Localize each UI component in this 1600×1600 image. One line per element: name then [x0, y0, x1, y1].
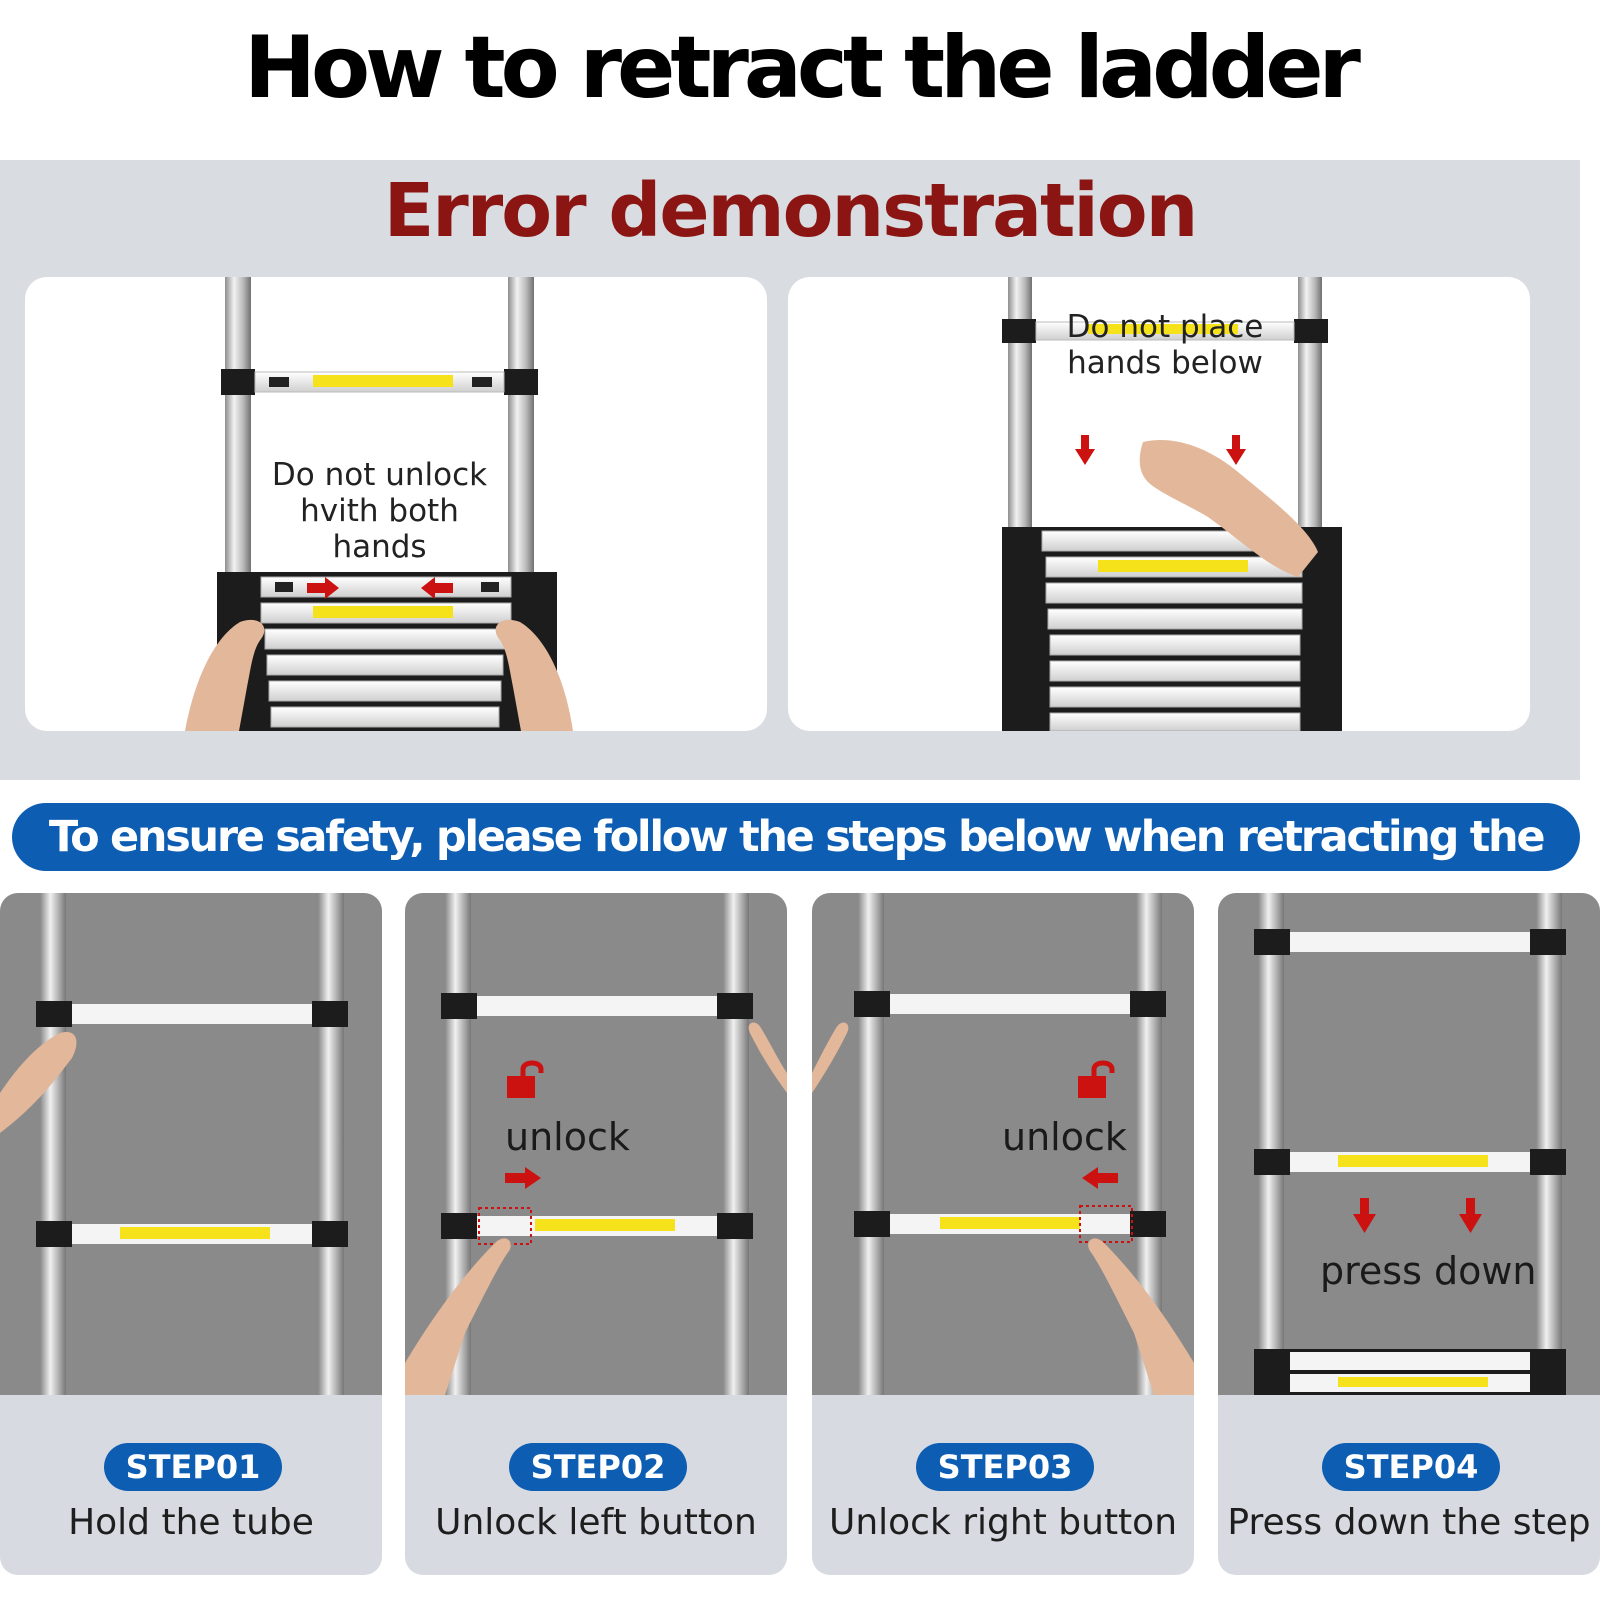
collapsed-rungs — [1002, 527, 1342, 731]
error-caption-line2: hands below — [1067, 345, 1263, 381]
warning-label — [1088, 324, 1238, 334]
step-caption: Unlock left button — [435, 1502, 757, 1543]
hand-image — [405, 1238, 511, 1395]
step-card-1: STEP01 Hold the tube — [0, 893, 382, 1575]
ladder-illustration — [1254, 893, 1566, 1395]
unlock-padlock-icon — [1078, 1060, 1115, 1098]
ladder-illustration — [185, 277, 573, 731]
warning-label — [313, 375, 453, 387]
ladder-illustration — [1002, 277, 1342, 731]
step-badge: STEP02 — [509, 1443, 687, 1491]
arrow-left-icon — [421, 577, 453, 599]
step-caption: Press down the step — [1227, 1502, 1591, 1543]
safety-banner: To ensure safety, please follow the step… — [12, 803, 1580, 930]
error-panel-hands-below: Do not place hands below — [788, 277, 1530, 731]
step-photo-label: unlock — [505, 1115, 630, 1159]
step-badge: STEP04 — [1322, 1443, 1500, 1491]
arrow-right-icon — [505, 1167, 541, 1189]
ladder-illustration — [405, 893, 787, 1395]
step-badge: STEP01 — [104, 1443, 282, 1491]
ladder-illustration — [812, 893, 1194, 1395]
step-photo — [0, 893, 382, 1395]
arrow-left-icon — [1082, 1167, 1118, 1189]
page-title: How to retract the ladder — [244, 18, 1361, 118]
unlock-padlock-icon — [507, 1060, 544, 1098]
step-card-4: press down STEP04 Press down the step — [1218, 893, 1600, 1575]
hand-image — [1139, 440, 1318, 577]
ladder-illustration — [0, 893, 348, 1395]
arrow-right-icon — [307, 577, 339, 599]
error-caption-line1: Do not place — [1066, 309, 1264, 345]
arrow-down-icon — [1226, 435, 1246, 465]
error-panel-unlock-both-hands: Do not unlock hvith both hands — [25, 277, 767, 731]
step-photo-label: press down — [1320, 1249, 1537, 1293]
hand-image — [1088, 1238, 1194, 1395]
step-photo — [405, 893, 787, 1395]
hand-image — [185, 619, 573, 731]
step-photo — [812, 893, 1194, 1395]
step-caption: Unlock right button — [828, 1502, 1178, 1543]
arrow-down-icon — [1459, 1198, 1482, 1233]
step-card-2: unlock STEP02 Unlock left button — [405, 893, 787, 1575]
error-caption-line1: Do not unlock — [271, 457, 488, 493]
step-photo — [1218, 893, 1600, 1395]
error-caption-line2: hvith both hands — [300, 493, 459, 565]
arrow-down-icon — [1353, 1198, 1376, 1233]
step-badge: STEP03 — [916, 1443, 1094, 1491]
arrow-down-icon — [1075, 435, 1095, 465]
step-photo-label: unlock — [1002, 1115, 1127, 1159]
hand-image — [0, 1032, 77, 1133]
error-demonstration-title: Error demonstration — [383, 168, 1199, 254]
step-card-3: unlock STEP03 Unlock right button — [812, 893, 1194, 1575]
step-caption: Hold the tube — [68, 1502, 314, 1543]
